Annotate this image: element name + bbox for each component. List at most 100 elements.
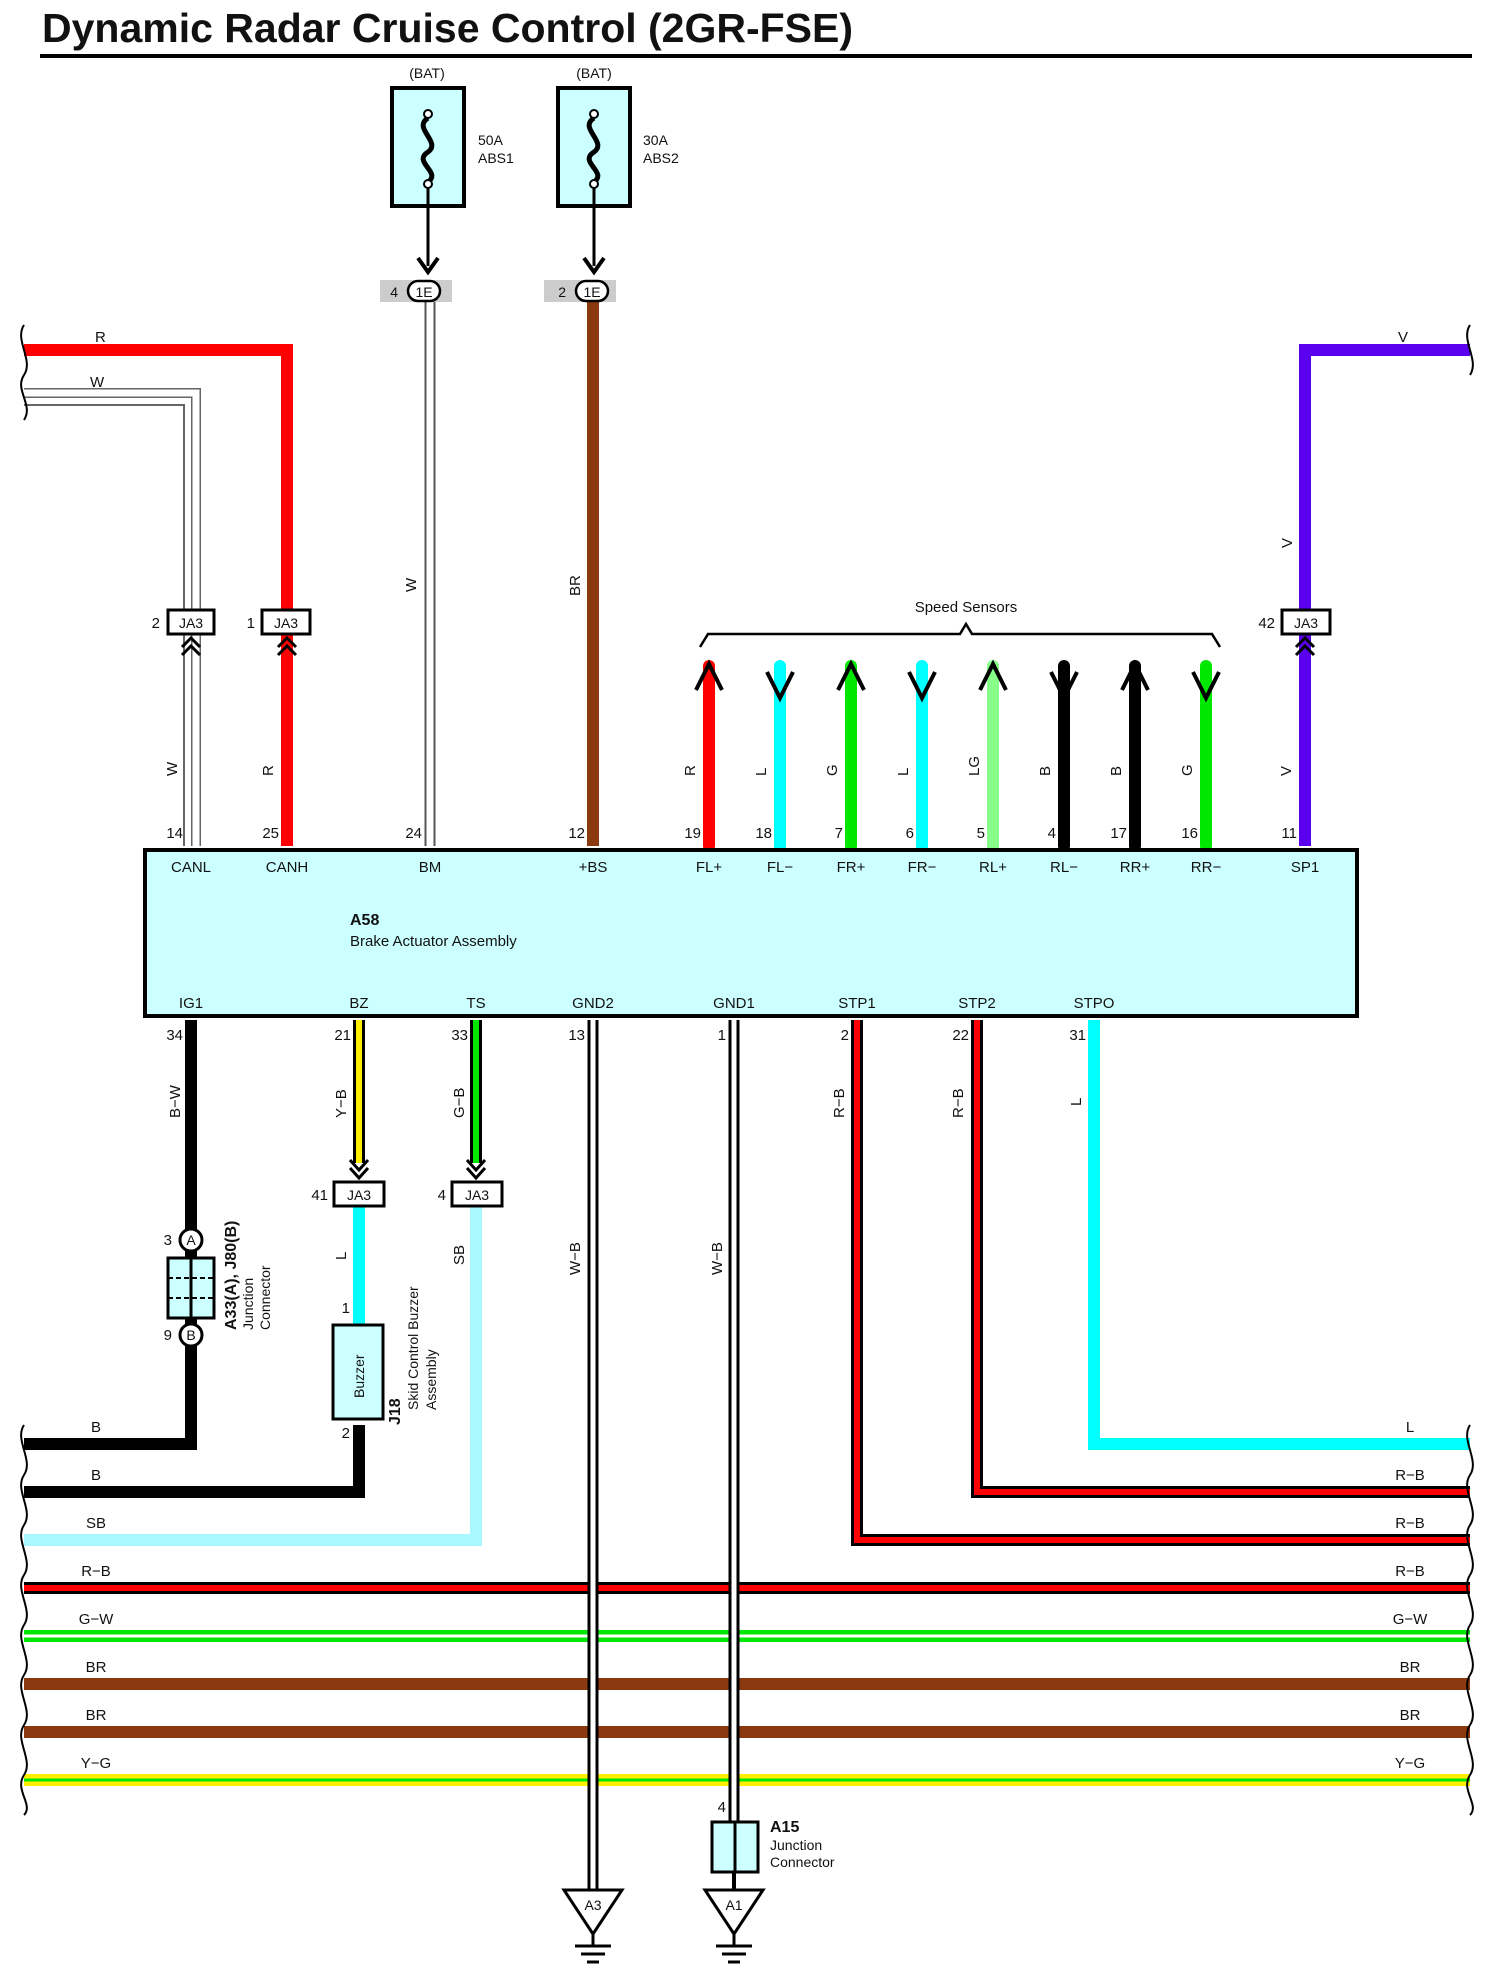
ecu-top-terminals: 14CANL25CANH24BM12+BS19FL+18FL−7FR+6FR−5…	[166, 825, 1319, 876]
connector-1e-bm: 4 1E	[380, 279, 452, 303]
wire-label-bz: Y−B	[333, 1089, 350, 1118]
svg-text:Buzzer: Buzzer	[351, 1354, 367, 1398]
arrow-down-icon	[907, 671, 937, 703]
ja3-connector-bz: JA3 41	[311, 1158, 386, 1208]
svg-text:JA3: JA3	[1294, 615, 1318, 631]
wire-label-top: L	[753, 768, 770, 776]
ecu-id: A58	[350, 912, 379, 929]
wire-sb-ts	[24, 1203, 482, 1546]
svg-text:42: 42	[1258, 615, 1275, 632]
wire-label-ts-lower: SB	[451, 1245, 468, 1265]
wire-label-top: B	[1108, 766, 1125, 776]
arrow-up-icon	[1120, 659, 1150, 691]
ecu-name: Brake Actuator Assembly	[350, 933, 517, 950]
svg-text:2: 2	[558, 284, 566, 300]
ecu-terminal-gnd2: GND2	[572, 995, 614, 1012]
svg-text:ABS1: ABS1	[478, 150, 514, 166]
ecu-pin-18: 18	[755, 825, 772, 842]
ecu-terminal-stpo: STPO	[1074, 995, 1115, 1012]
ecu-pin-16: 16	[1181, 825, 1198, 842]
ecu-terminal-fl+: FL+	[696, 859, 723, 876]
bus-label-left: R−B	[81, 1563, 111, 1580]
ja3-connector-canh: JA3 1	[247, 608, 312, 657]
bus-label-left: BR	[86, 1659, 107, 1676]
svg-text:A: A	[186, 1232, 196, 1248]
ground-a3: A3	[561, 1888, 625, 1964]
bus-label-r: R	[95, 329, 106, 346]
bus-label-right: G−W	[1393, 1611, 1428, 1628]
speed-sensors-bracket	[698, 621, 1222, 648]
ecu-a58-box	[143, 848, 1359, 1018]
svg-text:30A: 30A	[643, 132, 669, 148]
wire-label-bs: BR	[567, 575, 584, 596]
bus-label-right: R−B	[1395, 1515, 1425, 1532]
ecu-pin-12: 12	[568, 825, 585, 842]
svg-text:(BAT): (BAT)	[576, 65, 612, 81]
wire-label-bm: W	[403, 577, 420, 592]
ja3-connector-canl: JA3 2	[152, 608, 216, 657]
ecu-terminal-gnd1: GND1	[713, 995, 755, 1012]
wire-label-sp1-upper: V	[1279, 538, 1296, 548]
bus-label-w: W	[90, 374, 105, 391]
ecu-terminal-canl: CANL	[171, 859, 211, 876]
bus-label-left: BR	[86, 1707, 107, 1724]
svg-text:2: 2	[152, 615, 160, 632]
arrow-down-icon	[765, 671, 795, 703]
ecu-terminal-bm: BM	[419, 859, 442, 876]
wire-rb-stp2	[971, 1020, 1470, 1498]
diagram-title: Dynamic Radar Cruise Control (2GR-FSE)	[42, 5, 853, 51]
speed-sensors-label: Speed Sensors	[915, 599, 1018, 616]
svg-text:J18: J18	[387, 1398, 404, 1425]
bus-label-left: G−W	[79, 1611, 114, 1628]
svg-text:Skid Control Buzzer: Skid Control Buzzer	[405, 1286, 421, 1410]
wire-label-top: W	[164, 761, 181, 776]
break-mark-top-right	[1466, 324, 1474, 376]
wire-label-ts: G−B	[451, 1088, 468, 1118]
bus-label-left: SB	[86, 1515, 106, 1532]
wire-label-top: R	[682, 765, 699, 776]
wire-r-canh	[24, 344, 293, 846]
wire-rb-stp1	[851, 1020, 1470, 1546]
ecu-terminal-bz: BZ	[349, 995, 368, 1012]
arrow-up-icon	[978, 659, 1008, 691]
ecu-terminal-stp2: STP2	[958, 995, 996, 1012]
wire-label-bz-lower: L	[333, 1252, 350, 1260]
svg-text:2: 2	[342, 1425, 350, 1442]
bus-label-left: Y−G	[81, 1755, 111, 1772]
svg-text:4: 4	[438, 1187, 446, 1204]
svg-text:Assembly: Assembly	[423, 1349, 439, 1410]
ecu-pin-33: 33	[451, 1027, 468, 1044]
svg-text:A15: A15	[770, 1819, 799, 1836]
ecu-terminal-fl−: FL−	[767, 859, 794, 876]
connector-1e-bs: 2 1E	[544, 279, 616, 303]
ground-a1: A1	[702, 1888, 766, 1964]
ecu-pin-13: 13	[568, 1027, 585, 1044]
arrow-down-icon	[1049, 671, 1079, 703]
ecu-pin-2: 2	[841, 1027, 849, 1044]
bus-label-right: R−B	[1395, 1563, 1425, 1580]
buzzer-j18: 1 Buzzer 2 J18 Skid Control Buzzer Assem…	[331, 1286, 439, 1442]
svg-text:1: 1	[342, 1300, 350, 1317]
ecu-pin-17: 17	[1110, 825, 1127, 842]
ecu-terminal-stp1: STP1	[838, 995, 876, 1012]
fuse-abs2: (BAT) 30A ABS2	[556, 65, 679, 276]
bus-label-right: L	[1406, 1419, 1414, 1436]
bus-label-v: V	[1398, 329, 1408, 346]
break-mark-bottom-right	[1466, 1424, 1474, 1816]
svg-text:50A: 50A	[478, 132, 504, 148]
svg-text:1E: 1E	[415, 284, 432, 300]
bus-label-right: R−B	[1395, 1467, 1425, 1484]
svg-text:(BAT): (BAT)	[409, 65, 445, 81]
ecu-pin-24: 24	[405, 825, 422, 842]
bus-label-left: B	[91, 1467, 101, 1484]
ecu-pin-6: 6	[906, 825, 914, 842]
ecu-pin-34: 34	[166, 1027, 183, 1044]
wire-label-gnd1: W−B	[709, 1242, 726, 1275]
ecu-pin-14: 14	[166, 825, 183, 842]
ecu-terminal-ts: TS	[466, 995, 485, 1012]
svg-text:9: 9	[164, 1327, 172, 1344]
svg-text:A1: A1	[725, 1897, 742, 1913]
